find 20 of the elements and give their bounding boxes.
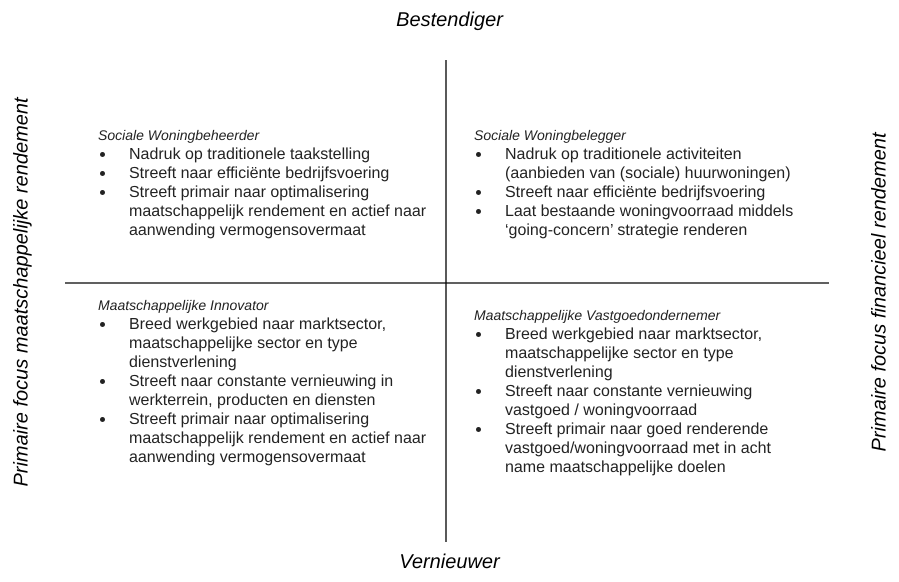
quadrant-title: Maatschappelijke Innovator (98, 296, 270, 315)
bullet-text: Streeft primair naar optimalisering maatschappelijk rendement en actief naar aanwending vermogensovermaat (129, 410, 427, 467)
quadrant-title: Sociale Woningbelegger (474, 126, 628, 145)
quadrant-title: Maatschappelijke Vastgoedondernemer (474, 306, 722, 325)
bullet-text: Nadruk op traditionele activiteiten (aanbieden van (sociale) huurwoningen) (505, 145, 792, 183)
axis-label: Primaire focus financieel rendement (868, 132, 892, 452)
bullet-text: Streeft primair naar goed renderende vastgoed/woningvoorraad met in acht name maatschappelijke doelen (505, 420, 772, 477)
bullet-text: Breed werkgebied naar marktsector, maatschappelijke sector en type dienstverlening (505, 325, 764, 382)
bullet-text: Streeft naar constante vernieuwing in werkterrein, producten en diensten (129, 372, 394, 410)
bullet-text: Laat bestaande woningvoorraad middels ‘going-concern’ strategie renderen (505, 202, 794, 240)
bullet-text: Streeft primair naar optimalisering maatschappelijk rendement en actief naar aanwending vermogensovermaat (129, 183, 427, 240)
bullet-text: Breed werkgebied naar marktsector, maatschappelijke sector en type dienstverlening (129, 315, 388, 372)
bullet-text: Streeft naar constante vernieuwing vastgoed / woningvoorraad (505, 382, 754, 420)
axis-label: Bestendiger (396, 8, 503, 32)
bullet-text: Streeft naar efficiënte bedrijfsvoering (505, 183, 766, 202)
quadrant-title: Sociale Woningbeheerder (98, 126, 260, 145)
bullet-text: Streeft naar efficiënte bedrijfsvoering (129, 164, 390, 183)
bullet-text: Nadruk op traditionele taakstelling (129, 145, 372, 164)
axis-label: Primaire focus maatschappelijke rendement (10, 97, 34, 487)
axis-label: Vernieuwer (399, 550, 500, 574)
